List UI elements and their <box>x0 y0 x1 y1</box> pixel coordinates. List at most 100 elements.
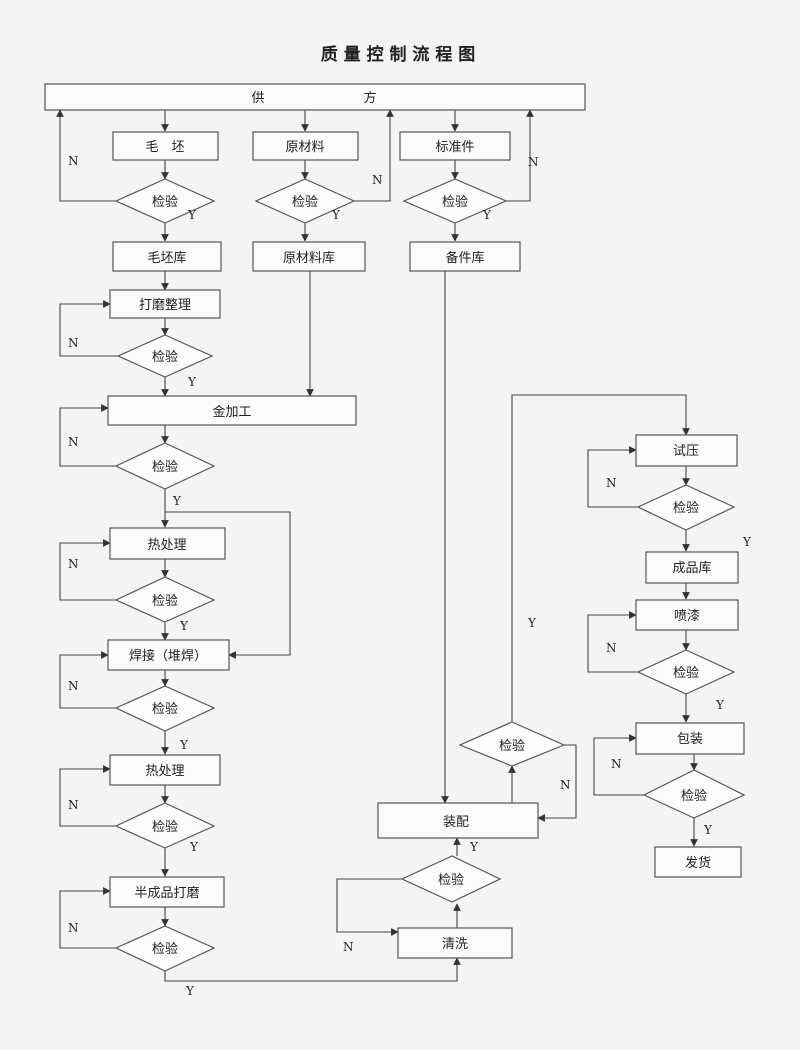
no-label: N <box>606 476 617 490</box>
check-biaozhunjian <box>402 178 508 224</box>
node-damo <box>109 289 221 319</box>
check-hanjie-label: 检验 <box>152 701 178 717</box>
check-jiagong <box>114 442 216 490</box>
node-hanjie-label: 焊接（堆焊） <box>129 648 207 664</box>
no-label: N <box>606 641 617 655</box>
node-maopi <box>112 131 219 161</box>
check-yuancailiao <box>254 178 356 224</box>
supplier-label-left: 供 <box>251 91 264 106</box>
edge-baozhuang-check-no <box>593 734 644 796</box>
yes-label: Y <box>179 619 189 633</box>
no-label: N <box>560 778 571 792</box>
check-maopi <box>114 178 216 224</box>
check-biaozhunjian-label: 检验 <box>442 194 468 210</box>
edge-zhuangpei-check-no <box>537 744 577 822</box>
decision-labels: N Y N Y N Y N Y N Y N Y N Y N Y N Y N Y … <box>68 154 752 998</box>
node-yuancailiao <box>252 131 359 161</box>
edge-qingxi-check-no <box>336 878 402 936</box>
node-rechuli1-label: 热处理 <box>147 538 186 553</box>
node-zhuangpei <box>377 802 539 839</box>
yes-label: Y <box>742 535 752 549</box>
node-maopiku-label: 毛坯库 <box>147 250 186 266</box>
node-baozhuang <box>635 722 745 755</box>
node-banchengpin-label: 半成品打磨 <box>134 886 199 901</box>
edge-zhuangpei-check-yes <box>511 394 690 722</box>
supplier-label-right: 方 <box>363 90 376 106</box>
node-penqi <box>635 599 739 631</box>
yes-label: Y <box>482 208 492 222</box>
supplier-bar <box>44 83 586 111</box>
check-yuancailiao-label: 检验 <box>292 194 318 210</box>
node-chengpinku <box>645 551 739 584</box>
no-label: N <box>68 679 79 693</box>
check-shiya <box>636 484 736 531</box>
node-damo-label: 打磨整理 <box>139 298 191 313</box>
check-banchengpin-label: 检验 <box>152 941 178 957</box>
yes-label: Y <box>469 840 479 854</box>
node-shiya <box>635 434 738 467</box>
yes-label: Y <box>187 375 197 389</box>
edge-biaozhunjian-check-no <box>504 109 534 202</box>
node-jiagong-label: 金加工 <box>212 404 251 420</box>
node-rechuli1 <box>109 527 226 560</box>
check-baozhuang <box>642 769 746 819</box>
no-label: N <box>68 798 79 812</box>
no-label: N <box>68 921 79 935</box>
node-maopi-label: 毛 坯 <box>145 140 184 155</box>
node-qingxi <box>397 927 513 959</box>
yes-label: Y <box>703 823 713 837</box>
edge-bypass-hanjie <box>165 511 291 659</box>
node-yuancailiao-label: 原材料 <box>285 140 324 155</box>
node-rechuli2-label: 热处理 <box>145 764 184 779</box>
node-yuancailiaoku-label: 原材料库 <box>283 250 335 266</box>
yes-label: Y <box>185 984 195 998</box>
node-zhuangpei-label: 装配 <box>443 815 469 830</box>
check-damo-label: 检验 <box>152 349 178 365</box>
check-jiagong-label: 检验 <box>152 459 178 475</box>
node-beijianku <box>409 241 521 272</box>
yes-label: Y <box>527 616 537 630</box>
edge-penqi-check-no <box>587 611 640 673</box>
check-zhuangpei <box>458 721 566 767</box>
yes-label: Y <box>179 738 189 752</box>
no-label: N <box>68 154 79 168</box>
check-shiya-label: 检验 <box>673 500 699 516</box>
node-fahuo <box>654 846 742 878</box>
node-shiya-label: 试压 <box>673 444 699 459</box>
no-label: N <box>611 757 622 771</box>
edge-banchengpin-check-yes <box>164 957 461 982</box>
edge-damo-check-no <box>59 300 120 357</box>
node-banchengpin <box>109 876 225 908</box>
check-rechuli1-label: 检验 <box>152 593 178 609</box>
node-biaozhunjian <box>399 131 511 161</box>
no-label: N <box>68 336 79 350</box>
edge-yuancailiao-check-no <box>352 109 394 202</box>
no-label: N <box>68 435 79 449</box>
no-label: N <box>372 173 383 187</box>
check-damo <box>116 334 214 378</box>
edge-maopi-check-no <box>56 109 118 202</box>
check-zhuangpei-label: 检验 <box>499 738 525 754</box>
no-label: N <box>528 155 539 169</box>
node-penqi-label: 喷漆 <box>674 608 700 624</box>
check-hanjie <box>114 685 216 732</box>
check-rechuli1 <box>114 576 216 623</box>
check-rechuli2 <box>114 802 216 849</box>
check-penqi <box>636 649 736 695</box>
check-penqi-label: 检验 <box>673 665 699 681</box>
node-baozhuang-label: 包装 <box>677 732 703 747</box>
process-nodes: 毛 坯 原材料 标准件 检验 检验 检验 毛坯库 原材料库 备件库 打磨整理 检… <box>107 131 746 972</box>
edge-shiya-check-no <box>587 446 640 508</box>
yes-label: Y <box>172 494 182 508</box>
edge-banchengpin-check-no <box>59 887 118 949</box>
node-rechuli2 <box>109 754 221 786</box>
node-hanjie <box>107 639 230 671</box>
edge-hanjie-check-no <box>59 651 118 709</box>
no-label: N <box>68 557 79 571</box>
edge-jiagong-check-no <box>59 404 118 467</box>
yes-label: Y <box>187 208 197 222</box>
edge-rechuli2-check-no <box>59 765 118 827</box>
yes-label: Y <box>189 840 199 854</box>
edge-rechuli1-check-no <box>59 539 118 601</box>
check-banchengpin <box>114 925 216 972</box>
